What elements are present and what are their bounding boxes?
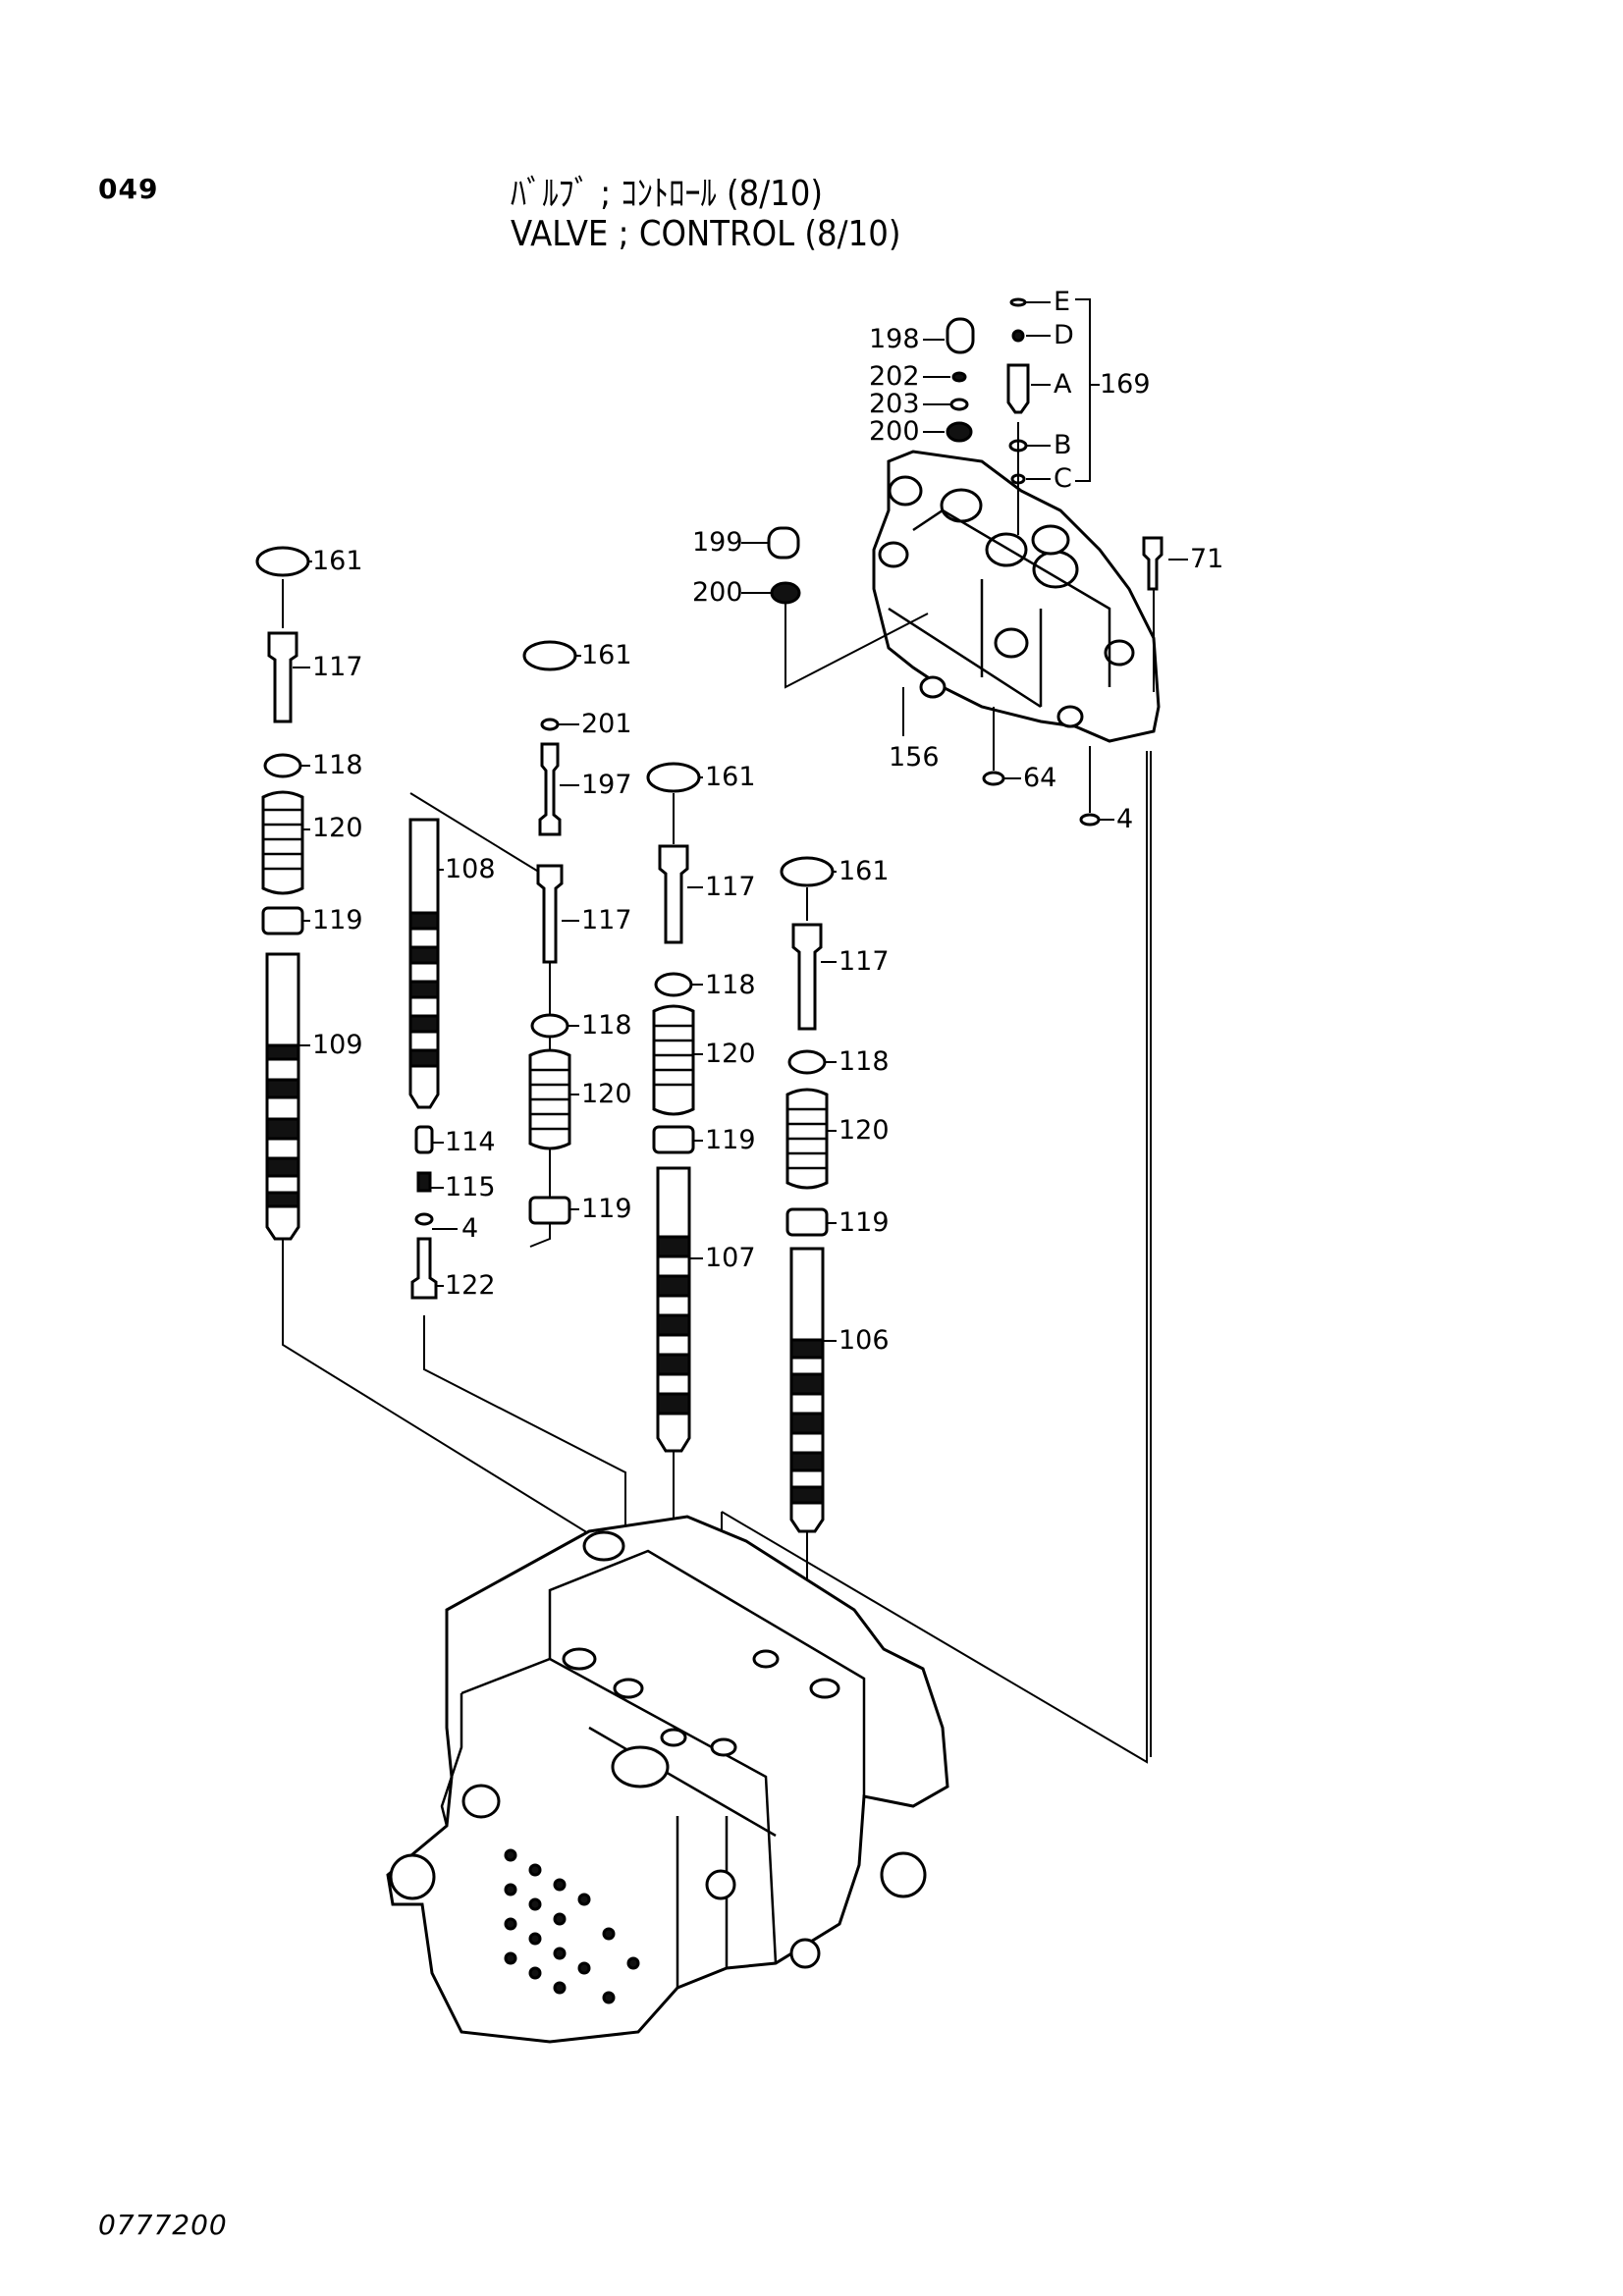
callout-117-col3: 117 xyxy=(581,905,632,935)
callout-118-col5: 118 xyxy=(839,1046,890,1077)
callout-115: 115 xyxy=(445,1172,496,1202)
callout-119-col1: 119 xyxy=(312,905,363,935)
callout-203: 203 xyxy=(869,389,920,419)
callout-119-col5: 119 xyxy=(839,1207,890,1238)
callout-117-col5: 117 xyxy=(839,946,890,977)
callout-b: B xyxy=(1054,430,1072,460)
main-valve-body xyxy=(386,1515,949,2044)
callout-107: 107 xyxy=(705,1243,756,1273)
spool-column-2 xyxy=(408,792,626,1728)
callout-161-col5: 161 xyxy=(839,856,890,886)
label-leader-ticks xyxy=(293,561,837,1342)
callout-114: 114 xyxy=(445,1127,496,1157)
callout-4-col2: 4 xyxy=(461,1213,478,1244)
callout-a: A xyxy=(1054,369,1072,400)
callout-198: 198 xyxy=(869,324,920,354)
callout-161-col4: 161 xyxy=(705,762,756,792)
callout-199: 199 xyxy=(692,527,743,558)
callout-117-col1: 117 xyxy=(312,652,363,682)
callout-120-col1: 120 xyxy=(312,813,363,843)
spool-column-3 xyxy=(522,640,577,1225)
callout-4-top: 4 xyxy=(1116,804,1133,834)
callout-161-col1: 161 xyxy=(312,546,363,576)
callout-c: C xyxy=(1054,463,1072,494)
valve-cover-assembly xyxy=(872,450,1161,743)
callout-122: 122 xyxy=(445,1270,496,1301)
callout-202: 202 xyxy=(869,361,920,392)
callout-64: 64 xyxy=(1023,763,1056,793)
callout-200-side: 200 xyxy=(692,577,743,608)
spool-column-4 xyxy=(646,762,701,1737)
callout-169: 169 xyxy=(1100,369,1151,400)
callout-118-col3: 118 xyxy=(581,1010,632,1041)
callout-d: D xyxy=(1054,320,1074,350)
footer-code: 0777200 xyxy=(98,2209,228,2241)
callout-120-col5: 120 xyxy=(839,1115,890,1146)
title-english: VALVE ; CONTROL (8/10) xyxy=(511,214,901,254)
page-number: 049 xyxy=(98,173,159,205)
callout-200-top: 200 xyxy=(869,416,920,447)
callout-120-col4: 120 xyxy=(705,1039,756,1069)
callout-119-col3: 119 xyxy=(581,1194,632,1224)
callout-118-col4: 118 xyxy=(705,970,756,1000)
callout-71: 71 xyxy=(1190,544,1223,574)
callout-109: 109 xyxy=(312,1030,363,1060)
callout-156: 156 xyxy=(889,742,940,773)
callout-120-col3: 120 xyxy=(581,1079,632,1109)
title-japanese: ﾊﾞﾙﾌﾞ ; ｺﾝﾄﾛｰﾙ (8/10) xyxy=(511,174,824,214)
callout-labels: E D A B C 169 198 202 203 200 199 200 71… xyxy=(312,287,1223,1356)
callout-106: 106 xyxy=(839,1325,890,1356)
callout-118-col1: 118 xyxy=(312,750,363,780)
callout-e: E xyxy=(1054,287,1070,317)
callout-201: 201 xyxy=(581,709,632,739)
callout-108: 108 xyxy=(445,854,496,884)
callout-117-col4: 117 xyxy=(705,872,756,902)
cover-leader-lines xyxy=(741,298,1188,821)
callout-119-col4: 119 xyxy=(705,1125,756,1155)
callout-161-col3: 161 xyxy=(581,640,632,670)
callout-197: 197 xyxy=(581,770,632,800)
spool-column-5 xyxy=(780,856,835,1728)
